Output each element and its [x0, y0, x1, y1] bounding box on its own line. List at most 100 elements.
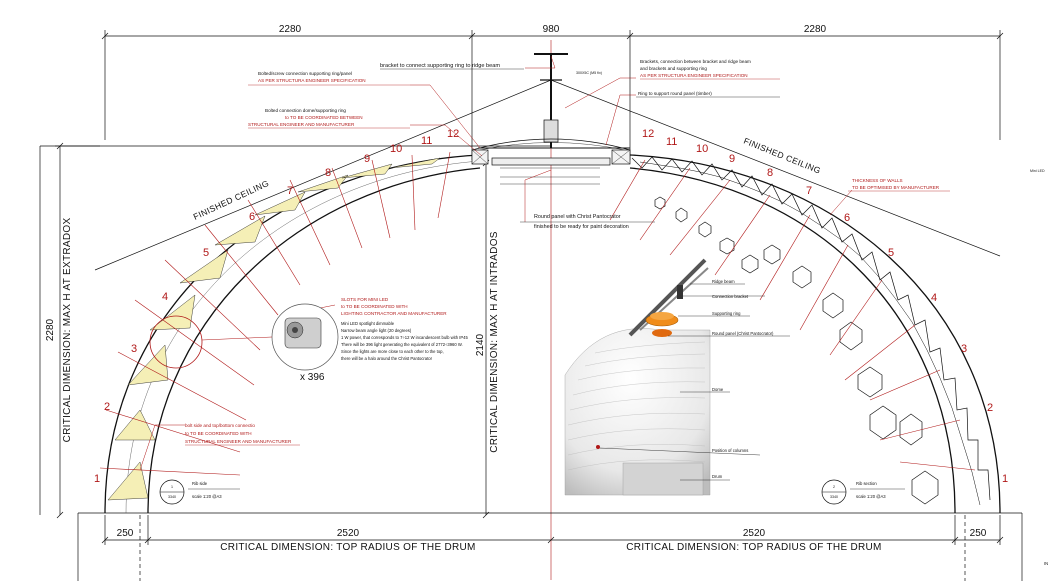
note-slots-1: SLOTS FOR MINI LED — [341, 297, 389, 302]
legend-ridge-beam: Ridge beam — [712, 279, 735, 284]
legend-round-panel: Round panel (Christ Pantocrator) — [712, 331, 774, 336]
note-round-panel-2: finished to be ready for paint decoratio… — [534, 224, 629, 230]
section-left-title: Rib side — [192, 481, 208, 486]
dim-bottom-right: 2520 — [743, 528, 766, 539]
rib-num: 2 — [104, 401, 110, 413]
note-slots-7: There will be 396 light generating the e… — [341, 342, 463, 347]
note-bolted-1: Bolted/screw connection supporting ring/… — [258, 71, 352, 76]
note-bolt-2: to TO BE COORDINATED WITH — [185, 431, 252, 436]
section-left-sheet: 3340 — [168, 495, 176, 499]
rib-num: 3 — [961, 343, 967, 355]
top-dimensions — [101, 30, 1004, 160]
drum-base — [77, 512, 1023, 581]
rib-lines-right — [609, 159, 976, 471]
note-slots-4: Mini LED spotlight dimmable — [341, 321, 395, 326]
rib-num: 10 — [696, 143, 708, 155]
note-brackets-right-2: and brackets and supporting ring — [640, 66, 707, 71]
section-right-scale: scale 1:20 @A3 — [856, 494, 886, 499]
legend-supporting-ring: Supporting ring — [712, 311, 741, 316]
note-bolt-1: bolt side and top/bottom connectio — [185, 423, 255, 428]
label-center-vertical: CRITICAL DIMENSION: MAX H AT INTRADOS — [489, 231, 500, 453]
note-slots-9: there will be a halo around the Christ P… — [341, 356, 433, 361]
label-bottom-left: CRITICAL DIMENSION: TOP RADIUS OF THE DR… — [220, 542, 475, 553]
dim-bottom-right-edge: 250 — [970, 528, 987, 539]
rib-num: 9 — [729, 153, 735, 165]
rib-num: 10 — [390, 143, 402, 155]
slots-count: x 396 — [300, 372, 325, 383]
label-finished-ceiling-left: FINISHED CEILING — [192, 178, 271, 222]
rib-num: 7 — [287, 185, 293, 197]
rib-lines-left — [99, 151, 451, 476]
section-right-title: Rib section — [856, 481, 877, 486]
edge-text: IN — [1044, 561, 1048, 566]
rib-num: 11 — [421, 135, 432, 147]
dim-top-right: 2280 — [804, 24, 827, 35]
rib-num: 12 — [642, 128, 654, 140]
rib-num: 6 — [249, 211, 255, 223]
rib-numbers-right: 12 11 10 9 8 7 6 5 4 3 2 1 — [642, 128, 1008, 485]
dim-center-height: 2140 — [475, 333, 486, 356]
note-brackets-right-1: Brackets, connection between bracket and… — [640, 59, 751, 64]
note-bolt-3: STRUCTURAL ENGINEER AND MANUFACTURER — [185, 439, 292, 444]
led-detail — [149, 303, 339, 371]
rib-numbers-left: 1 2 3 4 5 6 7 8 9 10 11 12 — [94, 128, 459, 485]
led-slots — [654, 196, 939, 505]
label-finished-ceiling-right: FINISHED CEILING — [742, 136, 822, 176]
dim-left-height: 2280 — [45, 318, 56, 341]
dome-right-half — [629, 154, 1001, 514]
section-marker-right: 2 3340 Rib section scale 1:20 @A3 — [821, 479, 905, 505]
note-dome-ring-3: STRUCTURAL ENGINEER AND MANUFACTURER — [248, 122, 355, 127]
rib-num: 3 — [131, 343, 137, 355]
note-bolted-2: AS PER STRUCTURA ENGINEER SPECIFICATION — [258, 78, 366, 83]
ridge-assembly — [471, 53, 631, 185]
rib-num: 8 — [325, 167, 331, 179]
section-left-num: 1 — [171, 485, 173, 489]
rib-num: 6 — [844, 212, 850, 224]
legend-drum: Drum — [712, 474, 723, 479]
note-slots-3: LIGHTING CONTRACTOR AND MANUFACTURER — [341, 311, 447, 316]
note-slots-2: to TO BE COORDINATED WITH — [341, 304, 408, 309]
legend-dome: Dome — [712, 387, 724, 392]
section-right-sheet: 3340 — [830, 495, 838, 499]
rib-num: 2 — [987, 402, 993, 414]
note-slots-6: 1 W power, that corresponds to 7÷12 W in… — [341, 335, 469, 340]
rib-num: 1 — [94, 473, 100, 485]
dome-left-half — [104, 154, 481, 514]
note-walls-2: TO BE OPTIMISED BY MANUFACTURER — [852, 185, 940, 190]
note-bracket: bracket to connect supporting ring to ri… — [380, 63, 500, 69]
section-left-scale: scale 1:20 @A3 — [192, 494, 222, 499]
dim-top-center: 980 — [543, 24, 560, 35]
note-right-edge: Mini LED — [1030, 169, 1045, 173]
render-legend-lines — [599, 283, 790, 481]
rib-num: 8 — [767, 167, 773, 179]
dome-3d-render — [564, 258, 711, 496]
label-bottom-right: CRITICAL DIMENSION: TOP RADIUS OF THE DR… — [626, 542, 881, 553]
roof-line — [40, 79, 1001, 271]
rib-num: 4 — [162, 291, 168, 303]
note-ring-support: Ring to support round panel (timber) — [638, 91, 712, 96]
section-marker-left: 1 3340 Rib side scale 1:20 @A3 — [159, 479, 240, 505]
label-left-vertical: CRITICAL DIMENSION: MAX H AT EXTRADOX — [62, 218, 73, 443]
top-note: 300X5C (M5 fix) — [576, 71, 602, 75]
dim-bottom-left-edge: 250 — [117, 528, 134, 539]
legend-position-columns: Position of columns — [712, 448, 748, 453]
rib-num: 11 — [666, 136, 677, 148]
note-slots-8: Since the lights are more close to each … — [341, 349, 444, 354]
rib-num: 5 — [888, 247, 894, 259]
note-dome-ring-1: Bolted connection dome/supporting ring — [265, 108, 346, 113]
note-brackets-right-3: AS PER STRUCTURA ENGINEER SPECIFICATION — [640, 73, 748, 78]
section-right-num: 2 — [833, 485, 835, 489]
rib-num: 9 — [364, 153, 370, 165]
note-walls-1: THICKNESS OF WALLS — [852, 178, 903, 183]
rib-num: 4 — [931, 292, 937, 304]
rib-num: 7 — [806, 185, 812, 197]
note-round-panel-1: Round panel with Christ Pantocrator — [534, 214, 621, 220]
note-dome-ring-2: to TO BE COORDINATED BETWEEN — [285, 115, 363, 120]
rib-num: 12 — [447, 128, 459, 140]
dim-top-left: 2280 — [279, 24, 302, 35]
note-slots-5: Narrow beam angle light (20 degrees) — [341, 328, 412, 333]
legend-connection-bracket: Connection bracket — [712, 294, 749, 299]
dim-bottom-left: 2520 — [337, 528, 360, 539]
rib-num: 5 — [203, 247, 209, 259]
